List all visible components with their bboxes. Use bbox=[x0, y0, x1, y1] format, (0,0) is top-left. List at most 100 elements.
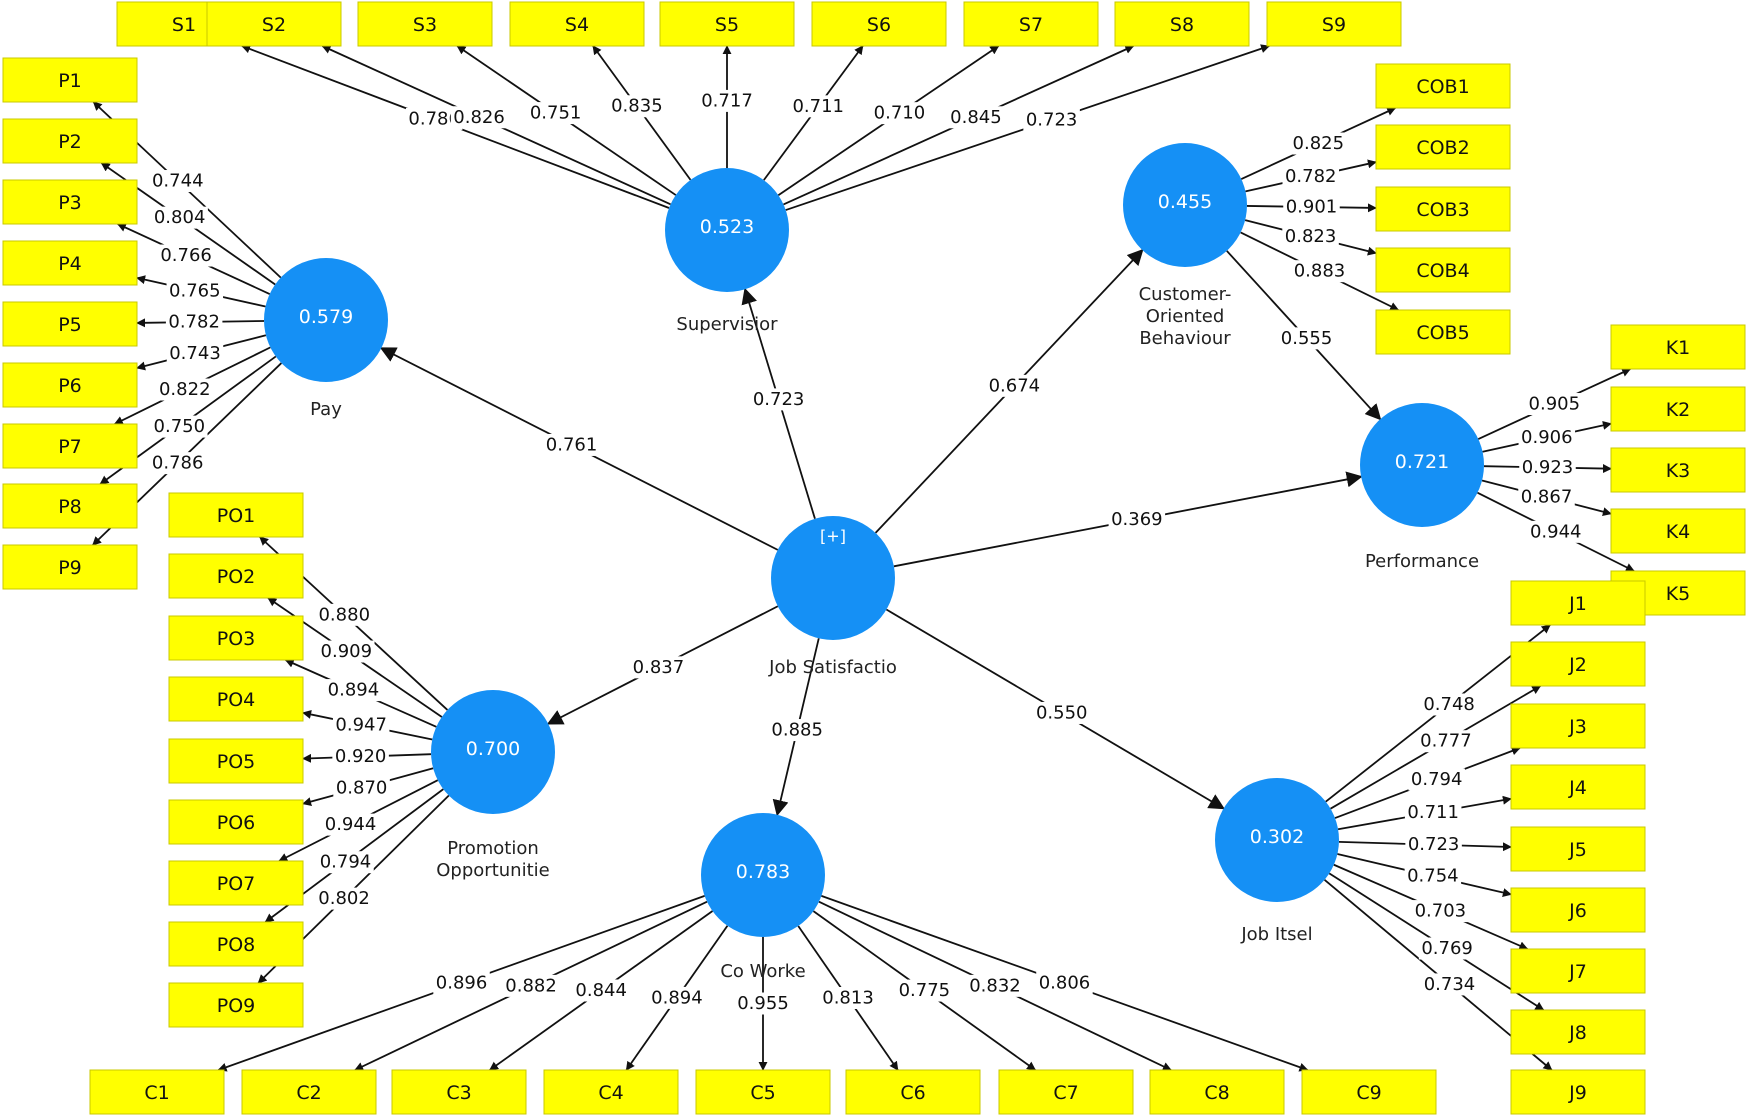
indicator-cob1[interactable]: COB1 bbox=[1375, 63, 1511, 109]
indicator-cob2[interactable]: COB2 bbox=[1375, 124, 1511, 170]
indicator-po2[interactable]: PO2 bbox=[168, 553, 304, 599]
indicator-box[interactable] bbox=[2, 118, 138, 164]
indicator-po8[interactable]: PO8 bbox=[168, 921, 304, 967]
indicator-box[interactable] bbox=[1510, 1069, 1646, 1115]
indicator-cob4[interactable]: COB4 bbox=[1375, 247, 1511, 293]
indicator-j1[interactable]: J1 bbox=[1510, 580, 1646, 626]
indicator-box[interactable] bbox=[1375, 309, 1511, 355]
indicator-box[interactable] bbox=[1610, 386, 1746, 432]
indicator-box[interactable] bbox=[2, 240, 138, 286]
indicator-box[interactable] bbox=[1610, 447, 1746, 493]
latent-js[interactable]: [+]Job Satisfactio bbox=[768, 516, 897, 678]
indicator-c5[interactable]: C5 bbox=[695, 1069, 831, 1115]
indicator-p4[interactable]: P4 bbox=[2, 240, 138, 286]
indicator-box[interactable] bbox=[2, 362, 138, 408]
indicator-box[interactable] bbox=[168, 860, 304, 906]
indicator-s6[interactable]: S6 bbox=[811, 1, 947, 47]
indicator-box[interactable] bbox=[2, 179, 138, 225]
indicator-p5[interactable]: P5 bbox=[2, 301, 138, 347]
indicator-s7[interactable]: S7 bbox=[963, 1, 1099, 47]
indicator-box[interactable] bbox=[89, 1069, 225, 1115]
indicator-box[interactable] bbox=[1610, 508, 1746, 554]
indicator-box[interactable] bbox=[845, 1069, 981, 1115]
indicator-po9[interactable]: PO9 bbox=[168, 982, 304, 1028]
indicator-c8[interactable]: C8 bbox=[1149, 1069, 1285, 1115]
indicator-box[interactable] bbox=[2, 301, 138, 347]
indicator-p2[interactable]: P2 bbox=[2, 118, 138, 164]
indicator-k1[interactable]: K1 bbox=[1610, 324, 1746, 370]
indicator-box[interactable] bbox=[168, 982, 304, 1028]
indicator-box[interactable] bbox=[1510, 703, 1646, 749]
indicator-box[interactable] bbox=[1510, 1009, 1646, 1055]
indicator-c1[interactable]: C1 bbox=[89, 1069, 225, 1115]
latent-circle[interactable] bbox=[701, 813, 825, 937]
indicator-j6[interactable]: J6 bbox=[1510, 887, 1646, 933]
indicator-box[interactable] bbox=[357, 1, 493, 47]
indicator-c3[interactable]: C3 bbox=[391, 1069, 527, 1115]
indicator-box[interactable] bbox=[2, 544, 138, 590]
indicator-box[interactable] bbox=[1510, 764, 1646, 810]
indicator-box[interactable] bbox=[695, 1069, 831, 1115]
indicator-k3[interactable]: K3 bbox=[1610, 447, 1746, 493]
indicator-box[interactable] bbox=[1301, 1069, 1437, 1115]
indicator-box[interactable] bbox=[1149, 1069, 1285, 1115]
indicator-po1[interactable]: PO1 bbox=[168, 492, 304, 538]
indicator-k4[interactable]: K4 bbox=[1610, 508, 1746, 554]
indicator-po3[interactable]: PO3 bbox=[168, 615, 304, 661]
indicator-box[interactable] bbox=[168, 799, 304, 845]
indicator-box[interactable] bbox=[1610, 324, 1746, 370]
indicator-po5[interactable]: PO5 bbox=[168, 738, 304, 784]
indicator-box[interactable] bbox=[391, 1069, 527, 1115]
indicator-c6[interactable]: C6 bbox=[845, 1069, 981, 1115]
indicator-c9[interactable]: C9 bbox=[1301, 1069, 1437, 1115]
indicator-box[interactable] bbox=[1510, 826, 1646, 872]
indicator-j4[interactable]: J4 bbox=[1510, 764, 1646, 810]
indicator-box[interactable] bbox=[241, 1069, 377, 1115]
indicator-box[interactable] bbox=[1510, 948, 1646, 994]
indicator-p3[interactable]: P3 bbox=[2, 179, 138, 225]
indicator-box[interactable] bbox=[206, 1, 342, 47]
indicator-box[interactable] bbox=[963, 1, 1099, 47]
indicator-po7[interactable]: PO7 bbox=[168, 860, 304, 906]
indicator-s5[interactable]: S5 bbox=[659, 1, 795, 47]
indicator-s4[interactable]: S4 bbox=[509, 1, 645, 47]
latent-circle[interactable] bbox=[771, 516, 895, 640]
indicator-box[interactable] bbox=[168, 553, 304, 599]
indicator-cob3[interactable]: COB3 bbox=[1375, 186, 1511, 232]
indicator-box[interactable] bbox=[2, 423, 138, 469]
indicator-box[interactable] bbox=[1510, 580, 1646, 626]
latent-circle[interactable] bbox=[1215, 778, 1339, 902]
indicator-box[interactable] bbox=[811, 1, 947, 47]
indicator-p7[interactable]: P7 bbox=[2, 423, 138, 469]
indicator-box[interactable] bbox=[1266, 1, 1402, 47]
latent-circle[interactable] bbox=[665, 168, 789, 292]
expand-icon[interactable]: [+] bbox=[820, 527, 846, 546]
indicator-s3[interactable]: S3 bbox=[357, 1, 493, 47]
indicator-s2[interactable]: S2 bbox=[206, 1, 342, 47]
indicator-box[interactable] bbox=[168, 615, 304, 661]
indicator-p1[interactable]: P1 bbox=[2, 57, 138, 103]
indicator-cob5[interactable]: COB5 bbox=[1375, 309, 1511, 355]
latent-circle[interactable] bbox=[1360, 403, 1484, 527]
indicator-po4[interactable]: PO4 bbox=[168, 676, 304, 722]
indicator-j7[interactable]: J7 bbox=[1510, 948, 1646, 994]
indicator-s8[interactable]: S8 bbox=[1114, 1, 1250, 47]
indicator-box[interactable] bbox=[509, 1, 645, 47]
indicator-box[interactable] bbox=[168, 738, 304, 784]
indicator-j5[interactable]: J5 bbox=[1510, 826, 1646, 872]
indicator-box[interactable] bbox=[659, 1, 795, 47]
indicator-p8[interactable]: P8 bbox=[2, 483, 138, 529]
indicator-box[interactable] bbox=[998, 1069, 1134, 1115]
indicator-j3[interactable]: J3 bbox=[1510, 703, 1646, 749]
indicator-box[interactable] bbox=[1375, 186, 1511, 232]
indicator-box[interactable] bbox=[1510, 887, 1646, 933]
indicator-s9[interactable]: S9 bbox=[1266, 1, 1402, 47]
indicator-p6[interactable]: P6 bbox=[2, 362, 138, 408]
indicator-j2[interactable]: J2 bbox=[1510, 641, 1646, 687]
